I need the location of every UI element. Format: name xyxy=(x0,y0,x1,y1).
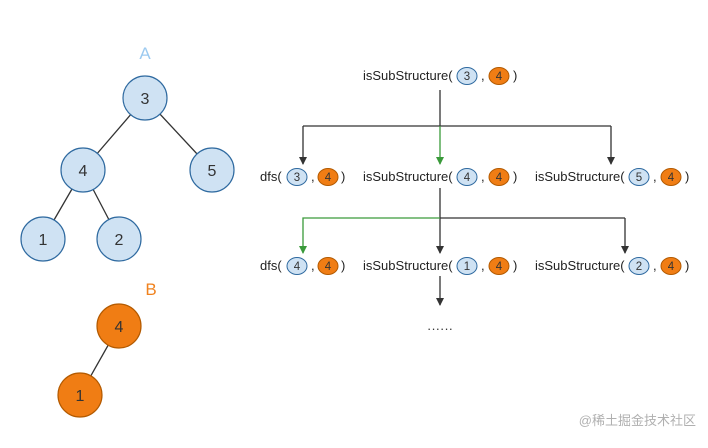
call-sub-4-4-close: ) xyxy=(513,169,517,184)
tree-a-node-1: 1 xyxy=(20,216,66,262)
call-dfs-4-4-sep: , xyxy=(311,258,315,273)
call-dfs-4-4-arg-b: 4 xyxy=(325,261,332,273)
tree-a-node-1-value: 1 xyxy=(39,232,48,249)
call-sub-2-4-sep: , xyxy=(653,258,657,273)
call-sub-4-4-arg-a: 4 xyxy=(464,172,471,184)
call-dfs-4-4-close: ) xyxy=(341,258,345,273)
call-sub-2-4: isSubStructure( 2 , 4 ) xyxy=(535,257,689,275)
call-sub-2-4-close: ) xyxy=(685,258,689,273)
call-sub-1-4-sep: , xyxy=(481,258,485,273)
call-sub-5-4-name: isSubStructure( xyxy=(535,169,625,184)
call-sub-2-4-arg-a: 2 xyxy=(636,261,642,273)
tree-a: A 3 4 5 1 2 xyxy=(20,44,235,262)
call-dfs-4-4: dfs( 4 , 4 ) xyxy=(260,257,345,275)
call-root-arg-b: 4 xyxy=(496,71,503,83)
call-dfs-3-4-sep: , xyxy=(311,169,315,184)
call-root-close: ) xyxy=(513,68,517,83)
tree-a-label: A xyxy=(139,44,151,63)
call-dfs-4-4-arg-a: 4 xyxy=(294,261,301,273)
call-sub-5-4-close: ) xyxy=(685,169,689,184)
tree-a-node-2-value: 2 xyxy=(115,232,124,249)
call-sub-5-4-arg-b: 4 xyxy=(668,172,675,184)
call-sub-5-4: isSubStructure( 5 , 4 ) xyxy=(535,168,689,186)
call-root-arg-a: 3 xyxy=(464,71,470,83)
call-tree-connectors xyxy=(299,90,629,306)
call-sub-1-4-arg-a: 1 xyxy=(464,261,470,273)
call-sub-4-4-sep: , xyxy=(481,169,485,184)
call-dfs-3-4-name: dfs( xyxy=(260,169,282,184)
call-sub-1-4-name: isSubStructure( xyxy=(363,258,453,273)
call-sub-1-4-arg-b: 4 xyxy=(496,261,503,273)
call-sub-1-4: isSubStructure( 1 , 4 ) xyxy=(363,257,517,275)
tree-a-node-4-value: 4 xyxy=(79,163,88,180)
call-sub-5-4-sep: , xyxy=(653,169,657,184)
tree-b-node-1: 1 xyxy=(57,372,103,418)
call-root-name: isSubStructure( xyxy=(363,68,453,83)
tree-b-node-1-value: 1 xyxy=(76,388,85,405)
tree-a-node-5: 5 xyxy=(189,147,235,193)
call-sub-5-4-arg-a: 5 xyxy=(636,172,642,184)
tree-a-node-2: 2 xyxy=(96,216,142,262)
call-sub-2-4-name: isSubStructure( xyxy=(535,258,625,273)
tree-a-node-3: 3 xyxy=(122,75,168,121)
call-dfs-3-4-arg-a: 3 xyxy=(294,172,300,184)
call-sub-4-4-name: isSubStructure( xyxy=(363,169,453,184)
call-dfs-3-4: dfs( 3 , 4 ) xyxy=(260,168,345,186)
ellipsis-more-calls: ······ xyxy=(427,321,453,336)
tree-b-label: B xyxy=(145,280,156,299)
tree-b: B 4 1 xyxy=(57,280,157,418)
call-sub-4-4-arg-b: 4 xyxy=(496,172,503,184)
call-sub-4-4: isSubStructure( 4 , 4 ) xyxy=(363,168,517,186)
call-dfs-3-4-close: ) xyxy=(341,169,345,184)
watermark-text: @稀土掘金技术社区 xyxy=(579,413,696,428)
call-root-sep: , xyxy=(481,68,485,83)
tree-a-node-5-value: 5 xyxy=(208,163,217,180)
call-dfs-3-4-arg-b: 4 xyxy=(325,172,332,184)
call-root: isSubStructure( 3 , 4 ) xyxy=(363,67,517,85)
tree-a-node-4: 4 xyxy=(60,147,106,193)
arrow-to-dfs-4-4-green xyxy=(299,217,440,254)
call-sub-2-4-arg-b: 4 xyxy=(668,261,675,273)
call-sub-1-4-close: ) xyxy=(513,258,517,273)
tree-b-node-4: 4 xyxy=(96,303,142,349)
tree-b-node-4-value: 4 xyxy=(115,319,124,336)
call-dfs-4-4-name: dfs( xyxy=(260,258,282,273)
tree-a-node-3-value: 3 xyxy=(141,91,150,108)
